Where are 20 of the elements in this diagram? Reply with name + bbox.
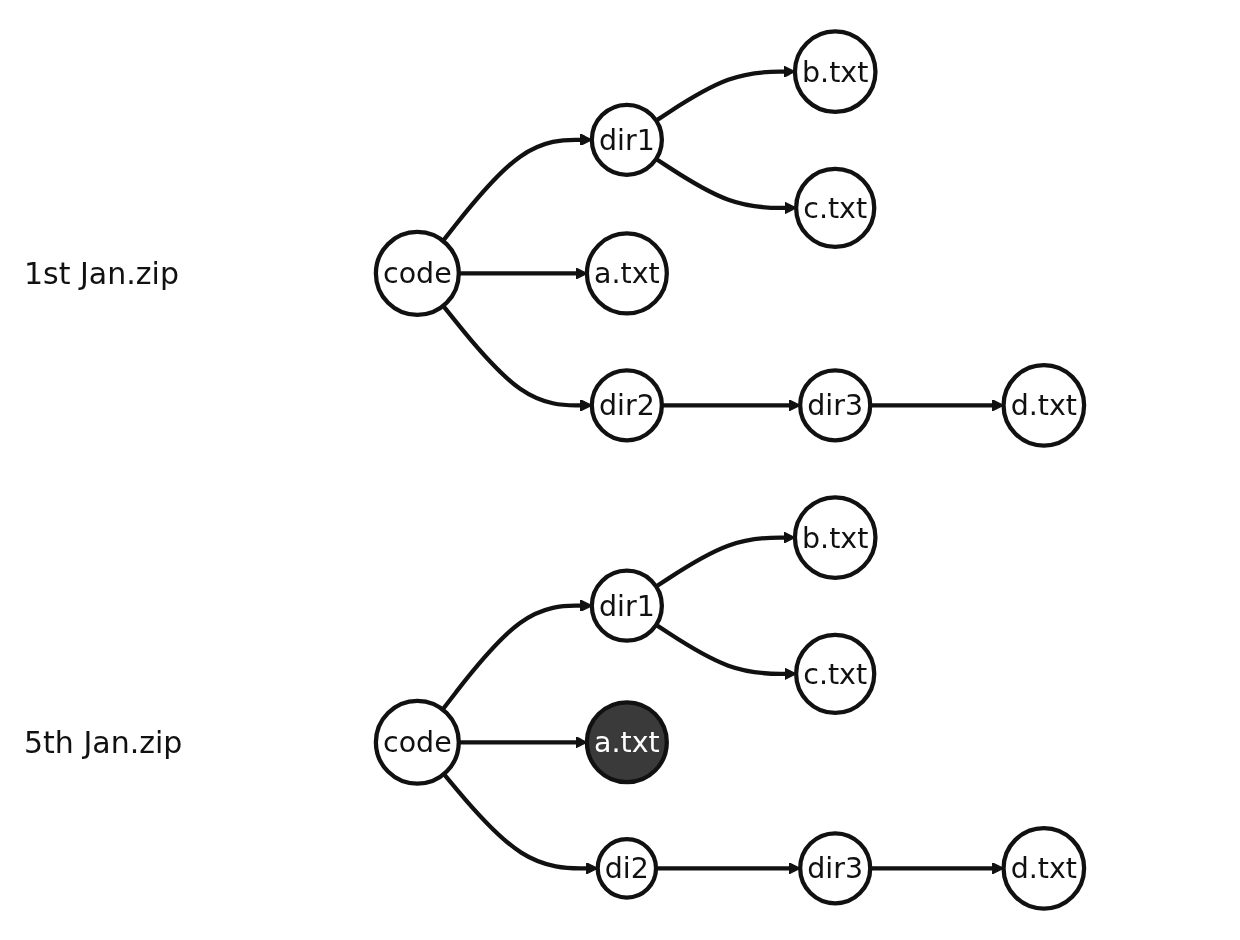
node-circle: dir3 bbox=[798, 368, 873, 443]
node-circle: b.txt bbox=[792, 29, 878, 115]
node-circle: a.txt bbox=[584, 231, 669, 316]
arrow bbox=[441, 599, 593, 711]
node-circle: d.txt bbox=[1001, 825, 1087, 911]
node-circle: c.txt bbox=[794, 166, 877, 250]
node-circle: c.txt bbox=[794, 632, 877, 716]
node-circle: d.txt bbox=[1001, 362, 1087, 448]
arrow bbox=[441, 304, 593, 412]
node-circle: b.txt bbox=[792, 495, 878, 580]
node-circle: dir1 bbox=[589, 102, 664, 177]
node-circle: a.txt bbox=[584, 700, 669, 785]
node-circle: code bbox=[373, 229, 461, 317]
archive-name-label: 5th Jan.zip bbox=[24, 724, 183, 760]
node-circle: dir2 bbox=[589, 368, 664, 443]
node-circle: dir3 bbox=[798, 831, 873, 906]
archive-name-label: 1st Jan.zip bbox=[24, 255, 179, 291]
node-circle: code bbox=[373, 698, 461, 786]
node-circle: dir1 bbox=[589, 568, 664, 643]
node-circle: di2 bbox=[595, 837, 659, 900]
